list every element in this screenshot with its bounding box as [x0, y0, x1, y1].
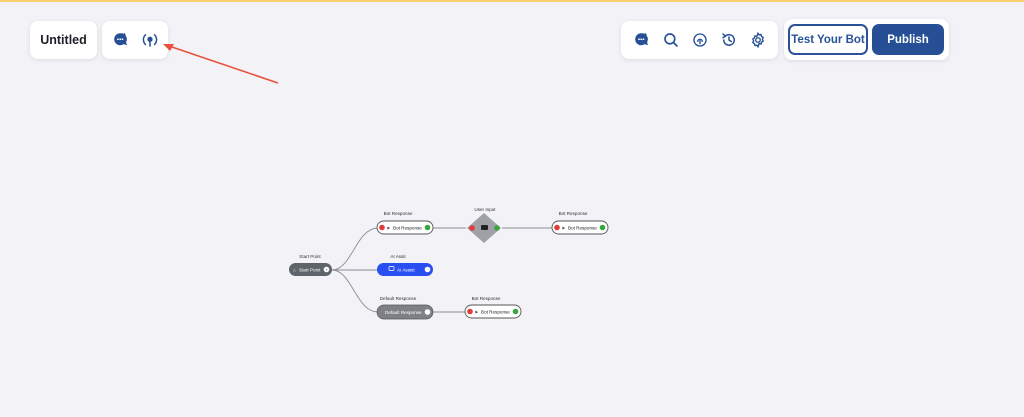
- default-response-label: Default Response: [380, 296, 417, 301]
- chat-icon: [388, 266, 395, 271]
- start-point-text: Start Point: [299, 268, 321, 273]
- remove-icon[interactable]: [379, 224, 385, 231]
- default-response-text: Default Response: [385, 310, 422, 315]
- default-response-node[interactable]: Default Response Default Response: [376, 296, 434, 320]
- annotation-arrow: [163, 44, 279, 84]
- bot-response-text: Bot Response: [568, 226, 597, 231]
- bot-response-text: Bot Response: [481, 310, 510, 315]
- top-accent-line: [0, 0, 1024, 2]
- start-point-node[interactable]: Start Point ⌂ Start Point +: [289, 254, 332, 276]
- ai-assist-node[interactable]: AI Assit AI Assist: [377, 254, 433, 276]
- add-icon[interactable]: [323, 266, 330, 273]
- bot-response-node[interactable]: Bot Response ➤ Bot Response: [464, 296, 522, 319]
- remove-icon[interactable]: [469, 225, 475, 231]
- bot-response-label: Bot Response: [384, 211, 413, 216]
- bot-response-node[interactable]: Bot Response ➤ Bot Response: [376, 211, 434, 235]
- bot-response-text: Bot Response: [393, 226, 422, 231]
- action-panel: Test Your Bot Publish: [784, 19, 949, 60]
- test-your-bot-button[interactable]: Test Your Bot: [788, 24, 868, 55]
- start-point-label: Start Point: [299, 254, 321, 259]
- input-icon: [481, 225, 488, 230]
- send-icon: ➤: [562, 226, 566, 231]
- broadcast-icon[interactable]: [138, 28, 162, 52]
- add-icon[interactable]: [424, 266, 431, 273]
- add-icon[interactable]: [599, 224, 606, 231]
- left-toolbar: [102, 21, 168, 59]
- add-icon[interactable]: [512, 308, 519, 315]
- flow-connectors: [331, 227, 553, 313]
- history-icon[interactable]: [717, 28, 741, 52]
- title-panel[interactable]: Untitled: [30, 21, 97, 59]
- bot-response-node[interactable]: Bot Response ➤ Bot Response: [551, 211, 609, 235]
- gear-icon[interactable]: [746, 28, 770, 52]
- add-icon[interactable]: [424, 309, 431, 315]
- search-icon[interactable]: [659, 28, 683, 52]
- add-icon[interactable]: [424, 224, 431, 231]
- fingerprint-icon[interactable]: [688, 28, 712, 52]
- send-icon: ➤: [387, 226, 391, 231]
- bot-title[interactable]: Untitled: [40, 33, 87, 47]
- user-input-label: User Input: [474, 207, 496, 212]
- ai-assist-label: AI Assit: [390, 254, 406, 259]
- user-input-node[interactable]: User Input: [467, 207, 501, 243]
- bot-response-label: Bot Response: [472, 296, 501, 301]
- home-icon: ⌂: [293, 268, 296, 273]
- remove-icon[interactable]: [467, 308, 473, 315]
- send-icon: ➤: [475, 310, 479, 315]
- bot-response-label: Bot Response: [559, 211, 588, 216]
- remove-icon[interactable]: [554, 224, 560, 231]
- plus-glyph: +: [325, 267, 328, 272]
- right-toolbar: [621, 21, 778, 59]
- add-icon[interactable]: [494, 225, 500, 231]
- ai-chat-icon[interactable]: [109, 28, 133, 52]
- ai-chat-icon[interactable]: [630, 28, 654, 52]
- publish-button[interactable]: Publish: [872, 24, 944, 55]
- ai-assist-text: AI Assist: [397, 268, 415, 273]
